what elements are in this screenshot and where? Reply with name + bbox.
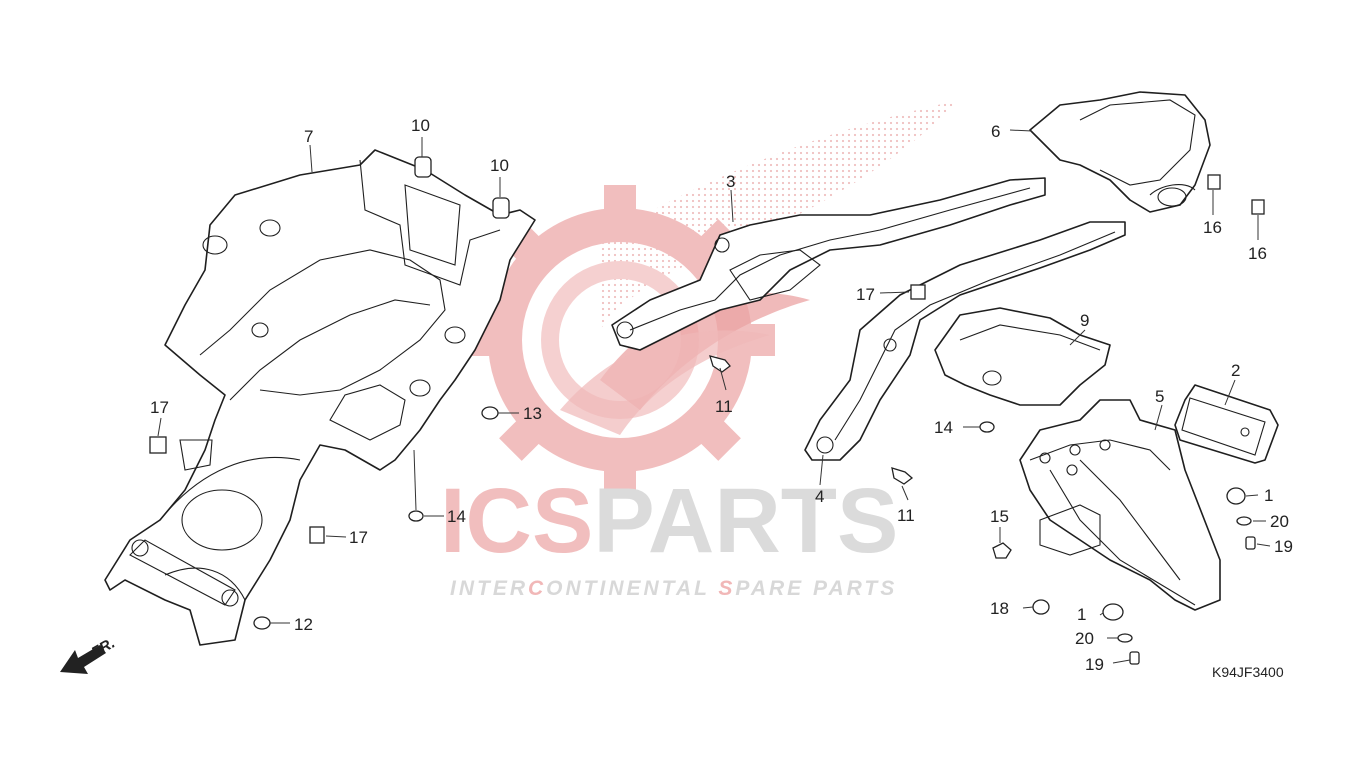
callout-6: 7: [304, 127, 313, 146]
cover-7: [1029, 91, 1211, 213]
callout-16: 16: [1203, 218, 1222, 237]
grab-rail-4: [804, 221, 1126, 461]
callout-1: 1: [1077, 605, 1086, 624]
callout-10: 10: [411, 116, 430, 135]
watermark-parts: PARTS: [593, 470, 898, 572]
callout-18: 18: [990, 599, 1009, 618]
diagram-code: K94JF3400: [1212, 664, 1284, 680]
watermark-dotted-wing: [600, 100, 960, 330]
grab-rail-3: [611, 177, 1046, 351]
mudguard-5: [1019, 399, 1221, 611]
callout-20: 20: [1270, 512, 1289, 531]
callout-17: 17: [349, 528, 368, 547]
cover-9: [934, 307, 1111, 406]
callout-16: 16: [1248, 244, 1267, 263]
hardware: [149, 156, 1265, 665]
callout-20: 20: [1075, 629, 1094, 648]
callout-5: 5: [1155, 387, 1164, 406]
callout-19: 19: [1085, 655, 1104, 674]
leader-lines: [157, 129, 1271, 664]
callout-14: 14: [934, 418, 953, 437]
callout-1: 1: [1264, 486, 1273, 505]
callout-labels: 7 10 10 17 17 12 13 14 3 11 11 4 17 6 16…: [150, 116, 1293, 674]
callout-15: 15: [990, 507, 1009, 526]
callout-10: 10: [490, 156, 509, 175]
callout-19: 19: [1274, 537, 1293, 556]
reflector-2: [1174, 384, 1279, 464]
callout-17: 17: [150, 398, 169, 417]
callout-3: 3: [726, 172, 735, 191]
callout-7: 6: [991, 122, 1000, 141]
watermark-main-text: ICSPARTS: [440, 470, 898, 572]
front-direction-arrow: FR.: [60, 635, 118, 674]
callout-14: 14: [447, 507, 466, 526]
callout-4: 4: [815, 487, 824, 506]
rear-fender-6: [104, 149, 536, 646]
callout-17: 17: [856, 285, 875, 304]
callout-2: 2: [1231, 361, 1240, 380]
callout-13: 13: [523, 404, 542, 423]
callout-11: 11: [897, 506, 915, 525]
callout-12: 12: [294, 615, 313, 634]
callout-9: 9: [1080, 311, 1089, 330]
watermark-ics: ICS: [440, 470, 593, 572]
watermark-subtitle: INTERCONTINENTAL SPARE PARTS: [450, 577, 897, 600]
callout-11: 11: [715, 397, 733, 416]
